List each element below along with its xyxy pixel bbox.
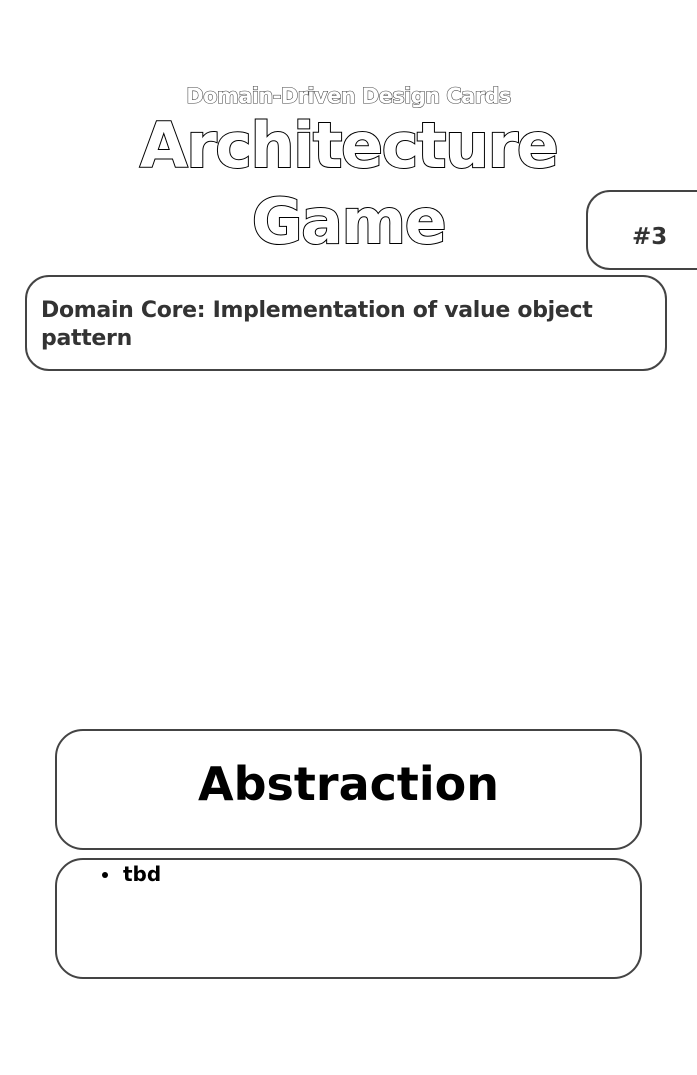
game-title-line-2: Game [251, 184, 448, 259]
card-number: #3 [632, 224, 668, 250]
details-box: tbd [55, 858, 642, 979]
card-subtitle: Domain Core: Implementation of value obj… [41, 298, 593, 351]
game-title-line-1: Architecture [139, 108, 560, 183]
card-number-box [586, 190, 697, 270]
deck-supertitle: Domain-Driven Design Cards [186, 83, 512, 108]
card-category: Abstraction [198, 757, 499, 811]
category-box: Abstraction [55, 729, 642, 850]
subtitle-box: Domain Core: Implementation of value obj… [25, 275, 667, 371]
details-list-item: tbd [121, 861, 161, 887]
details-list: tbd [57, 861, 161, 887]
